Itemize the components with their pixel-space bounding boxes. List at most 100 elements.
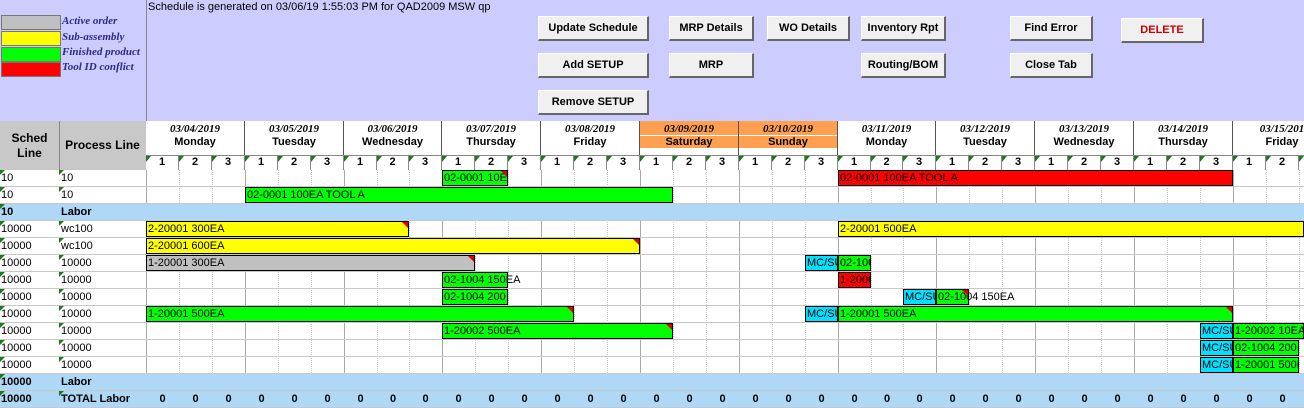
process-line-cell[interactable]: 10000 xyxy=(61,274,92,286)
sched-line-cell[interactable]: 10 xyxy=(1,189,14,201)
shift-marker xyxy=(739,156,744,162)
schedule-bar[interactable]: 1-20001 500EA xyxy=(146,306,574,322)
process-line-cell[interactable]: Labor xyxy=(61,376,92,388)
labor-total-cell: 0 xyxy=(1299,391,1304,407)
process-line-cell[interactable]: 10000 xyxy=(61,257,92,269)
schedule-bar[interactable]: 1-20002 10EA xyxy=(1233,323,1304,339)
cell-marker xyxy=(0,323,5,328)
sched-line-cell[interactable]: 10000 xyxy=(1,274,32,286)
conflict-flag-icon xyxy=(567,307,573,313)
process-line-cell[interactable]: TOTAL Labor xyxy=(61,393,131,405)
add-setup-button[interactable]: Add SETUP xyxy=(538,53,649,78)
schedule-bar[interactable]: 02-1004 150EA xyxy=(936,289,1014,305)
schedule-bar[interactable]: 02-1004 200 xyxy=(442,289,508,305)
sched-line-cell[interactable]: 10000 xyxy=(1,376,32,388)
schedule-bar[interactable]: MC/SU xyxy=(805,306,838,322)
schedule-bar[interactable]: 02-1004 200 xyxy=(1233,340,1299,356)
wo-details-button[interactable]: WO Details xyxy=(767,16,850,41)
labor-total-cell: 0 xyxy=(159,393,166,405)
conflict-flag-icon xyxy=(962,290,968,296)
shift-header: 2 xyxy=(278,155,311,170)
sched-line-cell[interactable]: 10000 xyxy=(1,325,32,337)
schedule-bar[interactable]: 02-1004 300 xyxy=(838,255,871,271)
process-line-cell[interactable]: 10000 xyxy=(61,359,92,371)
schedule-bar[interactable]: 2-20001 500EA xyxy=(838,221,1304,237)
process-line-cell[interactable]: 10000 xyxy=(61,325,92,337)
day-date: 03/14/2019 xyxy=(1157,123,1209,135)
sched-line-cell[interactable]: 10000 xyxy=(1,257,32,269)
sched-line-cell[interactable]: 10000 xyxy=(1,223,32,235)
process-line-cell[interactable]: 10000 xyxy=(61,342,92,354)
shift-marker xyxy=(541,156,546,162)
schedule-bar[interactable]: 1-20001 500EA xyxy=(838,306,1233,322)
day-date: 03/12/2019 xyxy=(959,123,1011,135)
sched-line-cell[interactable]: 10 xyxy=(1,172,14,184)
schedule-bar[interactable]: 02-0001 100EA TOOL A xyxy=(245,187,673,203)
schedule-bar[interactable]: MC/SU xyxy=(1200,323,1233,339)
process-line-cell[interactable]: 10 xyxy=(61,172,74,184)
schedule-bar-label: 02-1004 150EA xyxy=(444,274,521,286)
schedule-bar[interactable]: MC/SU xyxy=(805,255,838,271)
process-line-cell[interactable]: 10 xyxy=(61,189,74,201)
day-name: Monday xyxy=(865,136,908,148)
labor-total-cell: 0 xyxy=(949,393,956,405)
schedule-bar[interactable]: 1-20002 500EA xyxy=(442,323,673,339)
sched-line-cell[interactable]: 10000 xyxy=(1,342,32,354)
find-error-button[interactable]: Find Error xyxy=(1010,16,1093,41)
routing-bom-button[interactable]: Routing/BOM xyxy=(861,53,946,78)
schedule-bar[interactable]: 02-0001 10E xyxy=(442,170,508,186)
sched-line-cell[interactable]: 10000 xyxy=(1,359,32,371)
schedule-bar[interactable]: MC/SU xyxy=(1200,340,1233,356)
cell-marker xyxy=(59,357,64,362)
schedule-bar[interactable]: MC/SU xyxy=(903,289,936,305)
schedule-bar-label: MC/SU xyxy=(1202,342,1232,354)
process-line-cell[interactable]: 10000 xyxy=(61,308,92,320)
schedule-bar[interactable]: 2-20001 300EA xyxy=(146,221,409,237)
sched-line-cell[interactable]: 10000 xyxy=(1,308,32,320)
process-line-cell[interactable]: Labor xyxy=(61,206,92,218)
mrp-button[interactable]: MRP xyxy=(669,53,754,78)
labor-total-cell: 0 xyxy=(258,393,265,405)
shift-header: 3 xyxy=(805,155,838,170)
schedule-bar-label: 2-20001 500EA xyxy=(840,223,917,235)
schedule-bar[interactable]: 1-20001 500E xyxy=(1233,357,1299,373)
schedule-bar-label: 1-20001 500EA xyxy=(148,308,225,320)
shift-marker xyxy=(212,156,217,162)
schedule-bar[interactable]: MC/SU xyxy=(1200,357,1233,373)
shift-header: 3 xyxy=(409,155,442,170)
close-tab-button[interactable]: Close Tab xyxy=(1010,53,1093,78)
sched-line-cell[interactable]: 10000 xyxy=(1,291,32,303)
schedule-bar-label: 1-20001 500E xyxy=(1235,359,1299,371)
schedule-bar[interactable]: 1-20001 300EA xyxy=(146,255,475,271)
remove-setup-button[interactable]: Remove SETUP xyxy=(538,90,649,115)
process-line-cell[interactable]: wc100 xyxy=(61,223,93,235)
delete-button[interactable]: DELETE xyxy=(1121,18,1204,43)
schedule-bar[interactable]: 1-20003 50E xyxy=(838,272,871,288)
schedule-bar[interactable]: 02-0001 100EA TOOL A xyxy=(838,170,1233,186)
inventory-rpt-button[interactable]: Inventory Rpt xyxy=(861,16,946,41)
schedule-row: 10000 10000 xyxy=(0,340,1304,357)
conflict-flag-icon xyxy=(468,256,474,262)
shift-header: 3 xyxy=(1101,155,1134,170)
mrp-details-button[interactable]: MRP Details xyxy=(669,16,754,41)
shift-marker xyxy=(1002,156,1007,162)
sched-line-cell[interactable]: 10000 xyxy=(1,393,32,405)
schedule-bar[interactable]: 2-20001 600EA xyxy=(146,238,640,254)
labor-total-cell: 0 xyxy=(488,393,495,405)
schedule-bar-label: 02-0001 100EA TOOL A xyxy=(247,189,365,201)
sched-line-cell[interactable]: 10 xyxy=(1,206,14,218)
process-line-cell[interactable]: 10000 xyxy=(61,291,92,303)
cell-marker xyxy=(0,238,5,243)
process-line-cell[interactable]: wc100 xyxy=(61,240,93,252)
labor-total-cell: 0 xyxy=(1213,393,1220,405)
sched-line-cell[interactable]: 10000 xyxy=(1,240,32,252)
update-schedule-button[interactable]: Update Schedule xyxy=(538,16,649,41)
schedule-bar[interactable]: 02-1004 150EA xyxy=(442,272,520,288)
day-name: Saturday xyxy=(640,136,738,148)
shift-header: 1 xyxy=(245,155,278,170)
